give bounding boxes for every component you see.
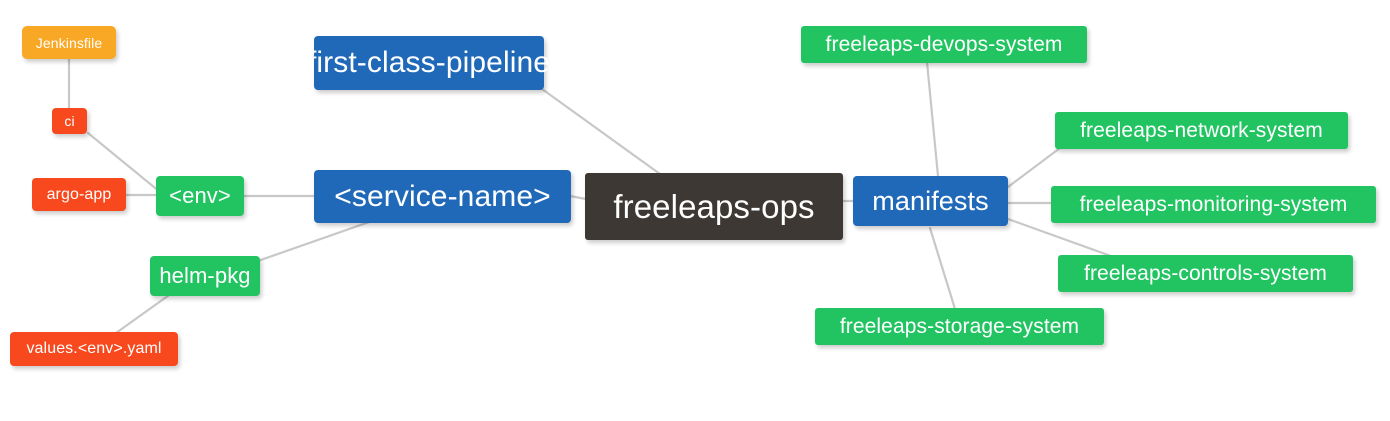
node-freeleaps-monitoring-system-label: freeleaps-monitoring-system xyxy=(1079,193,1348,216)
node-freeleaps-monitoring-system[interactable]: freeleaps-monitoring-system xyxy=(1051,186,1376,223)
node-ci-label: ci xyxy=(64,113,75,129)
node-jenkinsfile-label: Jenkinsfile xyxy=(35,34,103,51)
node-values-yaml[interactable]: values.<env>.yaml xyxy=(10,332,178,366)
node-root-freeleaps-ops[interactable]: freeleaps-ops xyxy=(585,173,843,240)
node-freeleaps-controls-system-label: freeleaps-controls-system xyxy=(1084,262,1327,285)
node-argo-app-label: argo-app xyxy=(46,185,112,203)
node-ci[interactable]: ci xyxy=(52,108,87,134)
node-root-label: freeleaps-ops xyxy=(613,188,815,225)
node-manifests-label: manifests xyxy=(872,185,989,216)
node-env-label: <env> xyxy=(169,183,231,208)
edge-manifests-devops xyxy=(925,60,940,178)
node-jenkinsfile[interactable]: Jenkinsfile xyxy=(22,26,116,59)
node-freeleaps-storage-system-label: freeleaps-storage-system xyxy=(839,315,1080,338)
node-first-class-pipeline[interactable]: first-class-pipeline xyxy=(308,36,550,90)
edge-manifests-network xyxy=(1006,146,1062,189)
node-values-yaml-label: values.<env>.yaml xyxy=(26,340,162,357)
edge-pipeline-root xyxy=(540,87,662,176)
node-helm-pkg-label: helm-pkg xyxy=(159,263,251,288)
node-service-name[interactable]: <service-name> xyxy=(314,170,571,223)
node-manifests[interactable]: manifests xyxy=(853,176,1008,226)
edge-valuesyaml-helmpkg xyxy=(114,291,174,335)
node-helm-pkg[interactable]: helm-pkg xyxy=(150,256,260,296)
node-freeleaps-network-system[interactable]: freeleaps-network-system xyxy=(1055,112,1348,149)
node-freeleaps-network-system-label: freeleaps-network-system xyxy=(1080,119,1323,142)
edge-helmpkg-servicename xyxy=(253,219,374,264)
edge-manifests-storage xyxy=(928,226,957,311)
node-freeleaps-storage-system[interactable]: freeleaps-storage-system xyxy=(815,308,1104,345)
edge-manifests-controls xyxy=(1006,217,1124,262)
node-freeleaps-devops-system-label: freeleaps-devops-system xyxy=(825,33,1063,56)
edge-servicename-root xyxy=(568,194,588,201)
node-argo-app[interactable]: argo-app xyxy=(32,178,126,211)
node-service-name-label: <service-name> xyxy=(334,179,551,213)
node-env[interactable]: <env> xyxy=(156,176,244,216)
node-freeleaps-controls-system[interactable]: freeleaps-controls-system xyxy=(1058,255,1353,292)
node-first-class-pipeline-label: first-class-pipeline xyxy=(307,46,551,79)
node-freeleaps-devops-system[interactable]: freeleaps-devops-system xyxy=(801,26,1087,63)
